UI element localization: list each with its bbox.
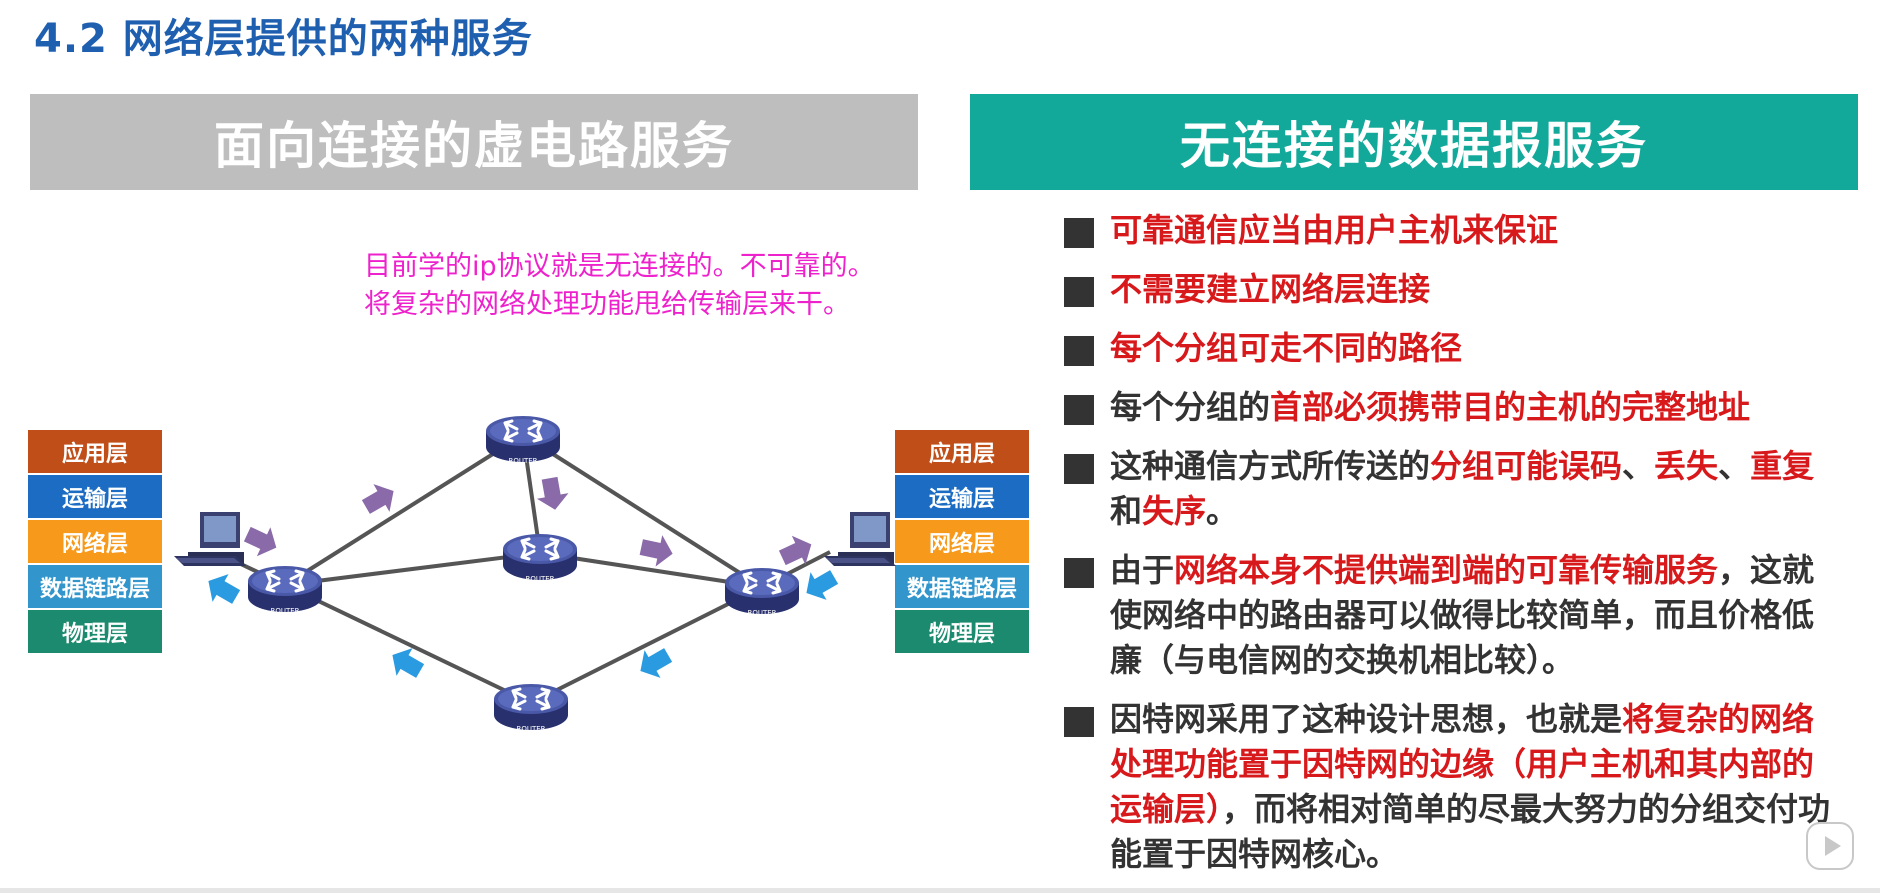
packet-arrow-icon <box>384 641 429 685</box>
bullet-text: 丢失 <box>1654 447 1719 485</box>
annotation-note: 目前学的ip协议就是无连接的。不可靠的。 将复杂的网络处理功能甩给传输层来干。 <box>364 248 875 324</box>
bullet-item: 每个分组可走不同的路径 <box>1064 326 1844 371</box>
bullet-text: 失序 <box>1142 492 1207 530</box>
bullet-item: 这种通信方式所传送的分组可能误码、丢失、重复和失序。 <box>1064 444 1844 534</box>
bullet-item: 每个分组的首部必须携带目的主机的完整地址 <box>1064 385 1844 430</box>
page-title: 4.2 网络层提供的两种服务 <box>34 16 533 62</box>
layer-datalink: 数据链路层 <box>895 565 1029 608</box>
layer-transport: 运输层 <box>28 475 162 518</box>
computer-icon <box>824 512 896 566</box>
bullet-text: 每个分组的 <box>1110 388 1271 426</box>
bullet-square-icon <box>1064 336 1094 366</box>
layer-physical: 物理层 <box>895 610 1029 653</box>
router-icon: ROUTER <box>484 414 562 465</box>
packet-arrow-icon <box>200 567 245 611</box>
router-label: ROUTER <box>747 609 776 617</box>
router-icon: ROUTER <box>501 532 579 583</box>
bullet-square-icon <box>1064 218 1094 248</box>
bullet-text: 每个分组可走不同的路径 <box>1110 329 1463 367</box>
annotation-line-2: 将复杂的网络处理功能甩给传输层来干。 <box>364 289 850 320</box>
bullet-square-icon <box>1064 395 1094 425</box>
bullet-text: 不需要建立网络层连接 <box>1110 270 1431 308</box>
layer-network: 网络层 <box>895 520 1029 563</box>
bullet-square-icon <box>1064 277 1094 307</box>
bullet-text: 由于 <box>1110 551 1175 589</box>
router-icon: ROUTER <box>492 682 570 733</box>
bullet-text: ，这就使网络中的路由器可以做得比较简单，而且价格低廉（与电信网的交换机相比较）。 <box>1110 551 1815 679</box>
router-label: ROUTER <box>270 607 299 615</box>
bullet-square-icon <box>1064 707 1094 737</box>
packet-arrow-icon <box>533 475 571 513</box>
bullet-square-icon <box>1064 558 1094 588</box>
annotation-line-1: 目前学的ip协议就是无连接的。不可靠的。 <box>364 251 875 282</box>
bullet-text: 网络本身不提供端到端的可靠传输服务 <box>1174 551 1719 589</box>
bullet-item: 因特网采用了这种设计思想，也就是将复杂的网络处理功能置于因特网的边缘（用户主机和… <box>1064 697 1844 877</box>
bullet-text: 、 <box>1718 447 1751 485</box>
datagram-banner: 无连接的数据报服务 <box>970 94 1858 190</box>
layer-network: 网络层 <box>28 520 162 563</box>
packet-arrow-icon <box>240 519 284 563</box>
bullet-text: 因特网采用了这种设计思想，也就是 <box>1110 700 1623 738</box>
play-icon[interactable] <box>1806 822 1854 870</box>
layer-application: 应用层 <box>895 430 1029 473</box>
datagram-bullet-list: 可靠通信应当由用户主机来保证不需要建立网络层连接每个分组可走不同的路径每个分组的… <box>1064 208 1844 891</box>
bullet-text: 将复杂的网络处理功能置于因特网的边缘（用户主机和其内部的运输层） <box>1110 700 1815 828</box>
packet-arrow-icon <box>798 563 843 607</box>
virtual-circuit-banner: 面向连接的虚电路服务 <box>30 94 918 190</box>
bullet-text: 分组可能误码 <box>1430 447 1623 485</box>
network-links <box>223 433 831 705</box>
bullet-square-icon <box>1064 454 1094 484</box>
bullet-item: 由于网络本身不提供端到端的可靠传输服务，这就使网络中的路由器可以做得比较简单，而… <box>1064 548 1844 683</box>
router-label: ROUTER <box>516 725 545 733</box>
bullet-text: 这种通信方式所传送的 <box>1110 447 1431 485</box>
bullet-text: 、 <box>1622 447 1655 485</box>
bullet-text: ，而将相对简单的尽最大努力的分组交付功能置于因特网核心。 <box>1110 790 1831 873</box>
router-icon: ROUTER <box>723 566 801 617</box>
router-label: ROUTER <box>525 575 554 583</box>
packet-arrow-icon <box>775 529 819 573</box>
bullet-text: 和 <box>1110 492 1143 530</box>
router-label: ROUTER <box>508 457 537 465</box>
router-icon: ROUTER <box>246 564 324 615</box>
bullet-text: 可靠通信应当由用户主机来保证 <box>1110 211 1559 249</box>
protocol-stack-left: 应用层 运输层 网络层 数据链路层 物理层 <box>28 430 162 655</box>
bullet-text: 重复 <box>1750 447 1815 485</box>
bullet-text: 。 <box>1206 492 1239 530</box>
bullet-item: 可靠通信应当由用户主机来保证 <box>1064 208 1844 253</box>
layer-transport: 运输层 <box>895 475 1029 518</box>
layer-datalink: 数据链路层 <box>28 565 162 608</box>
computer-icon <box>174 512 246 566</box>
layer-physical: 物理层 <box>28 610 162 653</box>
protocol-stack-right: 应用层 运输层 网络层 数据链路层 物理层 <box>895 430 1029 655</box>
bullet-text: 首部必须携带目的主机的完整地址 <box>1270 388 1751 426</box>
packet-arrow-icon <box>637 531 676 570</box>
bullet-item: 不需要建立网络层连接 <box>1064 267 1844 312</box>
layer-application: 应用层 <box>28 430 162 473</box>
bottom-bar <box>0 888 1880 893</box>
